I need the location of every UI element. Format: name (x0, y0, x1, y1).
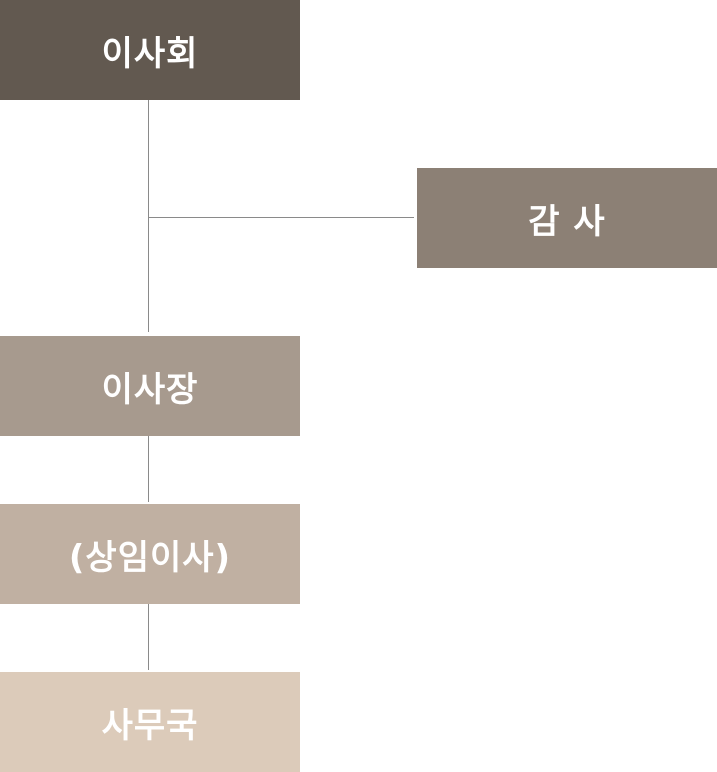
executive-director-label: (상임이사) (68, 537, 232, 578)
auditor-label: 감 사 (528, 201, 606, 242)
connector-chairman-to-executive (148, 436, 149, 502)
connector-board-to-chairman (148, 100, 149, 332)
board-label: 이사회 (101, 33, 199, 74)
auditor-node: 감 사 (417, 168, 717, 268)
secretariat-node: 사무국 (0, 672, 300, 772)
connector-to-auditor (149, 217, 414, 218)
board-node: 이사회 (0, 0, 300, 100)
chairman-label: 이사장 (101, 369, 199, 410)
secretariat-label: 사무국 (101, 705, 199, 746)
executive-director-node: (상임이사) (0, 504, 300, 604)
chairman-node: 이사장 (0, 336, 300, 436)
connector-executive-to-secretariat (148, 604, 149, 670)
